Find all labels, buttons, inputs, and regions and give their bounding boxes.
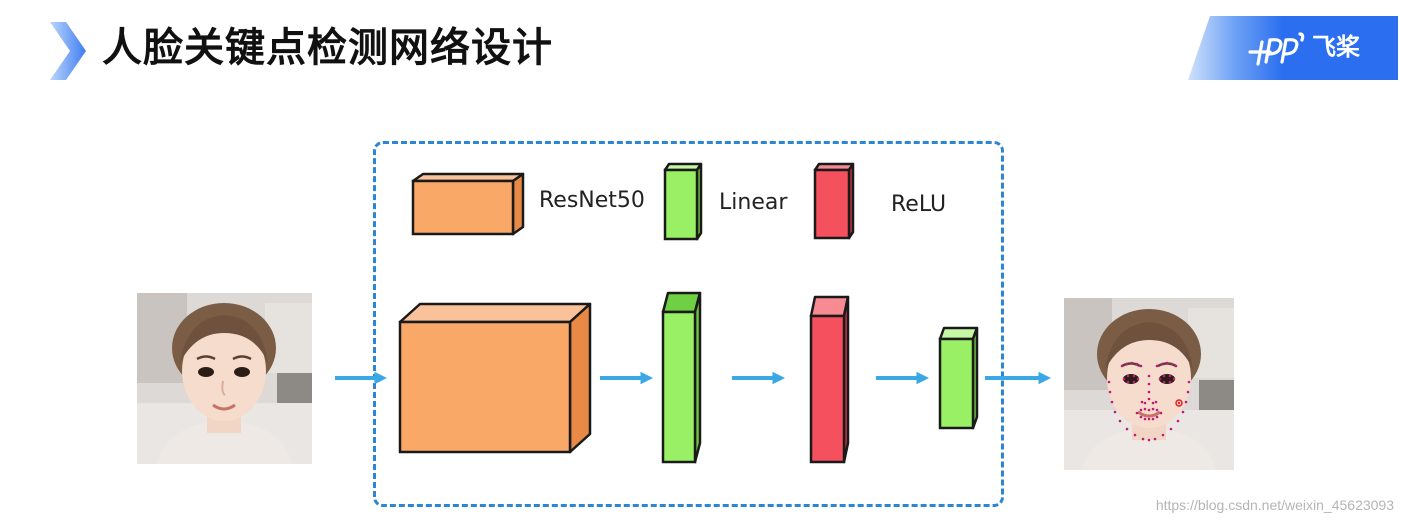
linear-block-1 (661, 291, 702, 464)
resnet50-block (398, 302, 592, 454)
logo-text: 飞桨 (1312, 33, 1360, 61)
network-container (373, 141, 1004, 507)
linear-block-2 (938, 326, 979, 430)
output-face-photo (1064, 298, 1234, 470)
legend-label-resnet50: ResNet50 (539, 188, 645, 213)
title-chevron-icon (50, 22, 86, 80)
highlight-keypoint (1175, 399, 1183, 407)
legend-relu-block (813, 162, 855, 240)
facial-keypoints (1107, 361, 1191, 442)
paddle-logo (1188, 16, 1398, 80)
paddle-mark-icon (1248, 32, 1305, 66)
legend-label-linear: Linear (719, 190, 788, 215)
page-title: 人脸关键点检测网络设计 (102, 25, 553, 71)
relu-block (809, 295, 850, 464)
input-face-photo (137, 293, 312, 464)
legend-linear-block (663, 162, 703, 241)
watermark: https://blog.csdn.net/weixin_45623093 (1155, 497, 1394, 513)
legend-resnet50-block (411, 172, 525, 236)
legend-label-relu: ReLU (891, 192, 947, 217)
